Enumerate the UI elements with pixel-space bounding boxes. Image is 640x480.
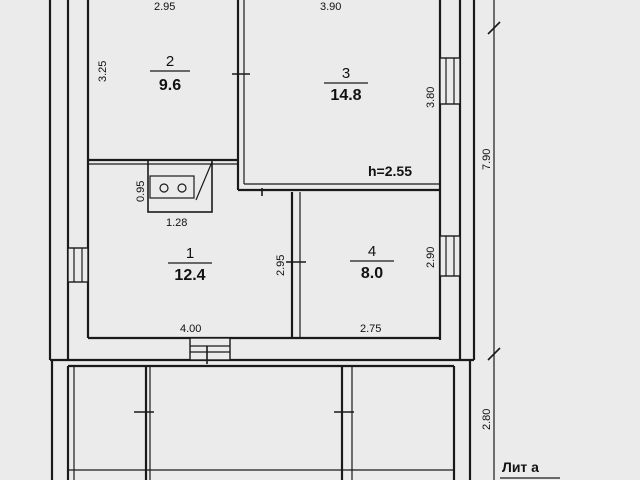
room-number: 4 <box>368 243 376 260</box>
dim-room2-width: 2.95 <box>154 1 175 13</box>
dim-room3-height: 3.80 <box>425 87 437 108</box>
room-area: 8.0 <box>361 265 383 282</box>
dim-stove-width: 1.28 <box>166 217 187 229</box>
dim-room1-width: 4.00 <box>180 323 201 335</box>
dim-room1-height: 2.95 <box>275 255 287 276</box>
stove <box>147 159 213 213</box>
room-number: 3 <box>342 65 350 82</box>
room-1: 1 12.4 <box>168 245 212 284</box>
dimension-lines <box>487 0 560 480</box>
room-area: 12.4 <box>174 267 205 284</box>
annex-walls <box>50 360 472 480</box>
room-4: 4 8.0 <box>350 243 394 282</box>
windows <box>67 57 461 361</box>
room-3: 3 14.8 <box>324 65 368 104</box>
dim-room3-width: 3.90 <box>320 1 341 13</box>
room-2: 2 9.6 <box>150 53 190 94</box>
ceiling-height-label: h=2.55 <box>368 163 412 179</box>
room-area: 9.6 <box>159 77 181 94</box>
dim-room2-height: 3.25 <box>97 61 109 82</box>
dim-stove-height: 0.95 <box>135 181 147 202</box>
room-number: 1 <box>186 245 194 262</box>
dim-overall-height: 7.90 <box>481 149 493 170</box>
room-area: 14.8 <box>330 87 361 104</box>
dim-room4-height: 2.90 <box>425 247 437 268</box>
annex-label: Лит а <box>502 459 539 475</box>
dim-annex-height: 2.80 <box>481 409 493 430</box>
door-marks <box>134 73 354 413</box>
room-number: 2 <box>166 53 174 70</box>
dim-room4-width: 2.75 <box>360 323 381 335</box>
